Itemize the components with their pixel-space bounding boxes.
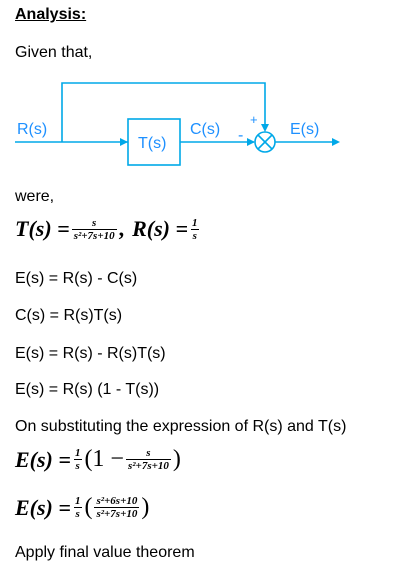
error-label: E(s)	[290, 121, 319, 138]
t-fraction: s s²+7s+10	[71, 216, 117, 242]
line-e-r-rt: E(s) = R(s) - R(s)T(s)	[15, 345, 166, 362]
e1-numerator: s	[146, 447, 151, 459]
t-separator: ,	[118, 216, 125, 241]
line-e-r-c: E(s) = R(s) - C(s)	[15, 270, 138, 287]
r-fraction: 1 s	[190, 217, 200, 242]
equation-error-2: E(s) = 1 s ( s²+6s+10 s²+7s+10 )	[15, 494, 149, 521]
arrow-head-block	[120, 138, 128, 146]
e2-factor: 1 s	[73, 495, 83, 520]
equation-transfer: T(s) = s s²+7s+10 , R(s) = 1 s	[15, 216, 202, 242]
arrow-head-minus	[247, 138, 255, 146]
e1-lhs: E(s) =	[15, 446, 71, 472]
input-label: R(s)	[17, 121, 47, 138]
e2-denominator: s²+7s+10	[94, 507, 140, 520]
t-lhs: T(s) =	[15, 216, 70, 241]
r-numerator: 1	[192, 216, 198, 229]
output-label: C(s)	[190, 121, 220, 138]
were-text: were,	[15, 188, 55, 205]
e1-factor: 1 s	[73, 447, 83, 472]
e1-open: (1 −	[84, 446, 124, 472]
block-label: T(s)	[138, 135, 166, 152]
arrow-head-plus	[261, 124, 269, 132]
r-lhs: R(s) =	[132, 216, 189, 241]
minus-sign: -	[238, 127, 243, 144]
e1-denominator: s²+7s+10	[125, 459, 171, 472]
r-denominator: s	[190, 228, 199, 242]
line-c-r-t: C(s) = R(s)T(s)	[15, 307, 123, 324]
e2-fraction: s²+6s+10 s²+7s+10	[94, 495, 140, 520]
e2-numerator: s²+6s+10	[96, 495, 138, 507]
e1-factor-den: s	[73, 459, 82, 472]
e2-factor-num: 1	[74, 495, 81, 507]
given-text: Given that,	[15, 44, 93, 61]
e2-open: (	[84, 494, 93, 520]
e2-close: )	[141, 494, 150, 520]
substitution-text: On substituting the expression of R(s) a…	[15, 418, 347, 435]
e1-fraction: s s²+7s+10	[125, 447, 171, 472]
arrow-head-output	[332, 138, 340, 146]
e1-close: )	[172, 446, 181, 472]
heading-analysis: Analysis:	[15, 6, 87, 23]
t-numerator: s	[92, 216, 97, 229]
line-e-r-1-t: E(s) = R(s) (1 - T(s))	[15, 381, 160, 398]
plus-sign: +	[250, 112, 258, 127]
e2-lhs: E(s) =	[15, 494, 71, 520]
e2-factor-den: s	[73, 507, 82, 520]
feedforward-path	[61, 82, 266, 142]
equation-error-1: E(s) = 1 s (1 − s s²+7s+10 )	[15, 446, 181, 473]
block-diagram: R(s) T(s) C(s) - + E(s)	[15, 82, 340, 166]
e1-factor-num: 1	[74, 447, 81, 459]
final-value-text: Apply final value theorem	[15, 544, 195, 561]
t-denominator: s²+7s+10	[71, 228, 117, 242]
